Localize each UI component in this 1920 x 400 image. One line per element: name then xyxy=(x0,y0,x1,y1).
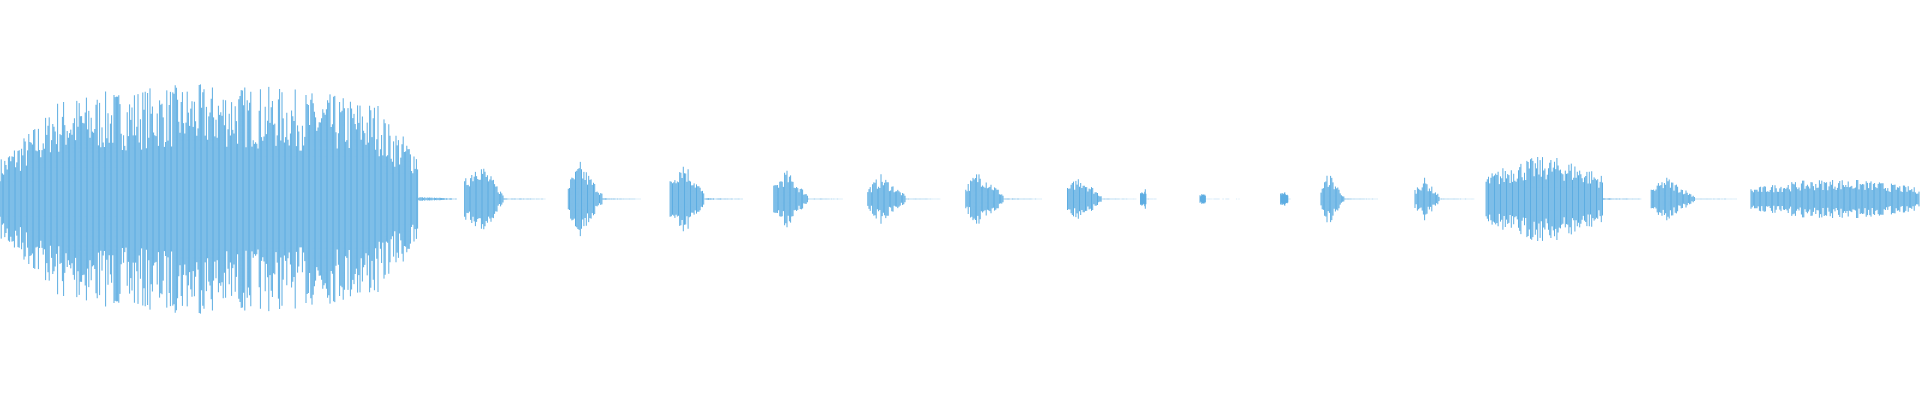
waveform-segment-8 xyxy=(1140,189,1157,209)
waveform-segment-13 xyxy=(1485,157,1642,241)
waveform-segment-14 xyxy=(1650,177,1737,221)
waveform-segment-5 xyxy=(867,174,941,224)
waveform-segment-7 xyxy=(1067,179,1137,219)
waveform-segment-12 xyxy=(1414,177,1475,221)
waveform-segment-1 xyxy=(464,168,546,230)
waveform-segment-0 xyxy=(0,84,457,314)
waveform-segment-4 xyxy=(773,170,843,228)
waveform-segment-3 xyxy=(669,166,743,232)
waveform-segment-10 xyxy=(1280,192,1291,206)
waveform-segment-15 xyxy=(1750,180,1920,218)
waveform-segment-6 xyxy=(965,174,1042,224)
waveform-bars xyxy=(0,84,1920,314)
waveform-segment-2 xyxy=(567,161,641,237)
waveform-segment-9 xyxy=(1199,194,1240,204)
waveform-segment-11 xyxy=(1320,175,1378,223)
